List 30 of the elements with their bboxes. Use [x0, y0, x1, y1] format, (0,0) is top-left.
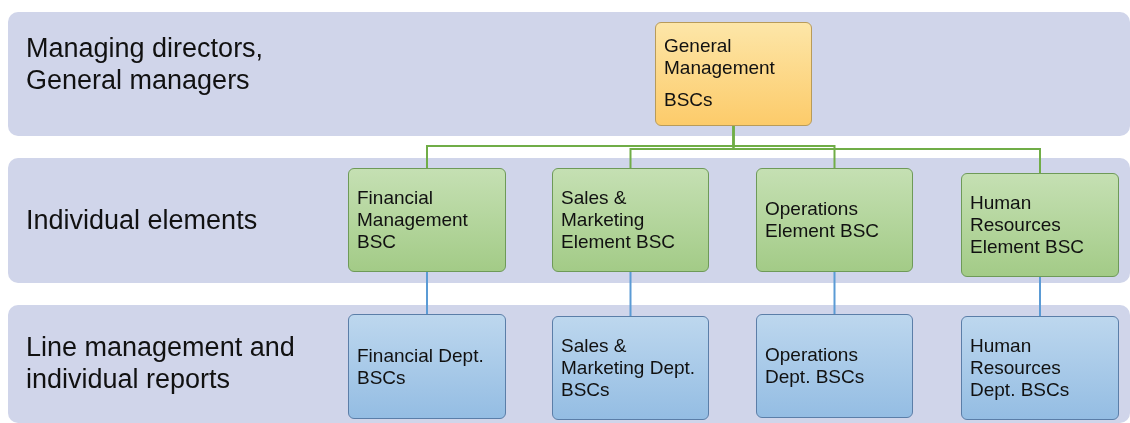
level-label: Individual elements	[26, 204, 259, 236]
box-label: Operations Dept. BSCs	[765, 344, 866, 388]
bsc-box	[552, 316, 709, 420]
box-label: Sales & Marketing Element BSC	[561, 187, 677, 253]
connector-line	[732, 125, 1041, 174]
bsc-box	[961, 316, 1119, 420]
bsc-box	[756, 314, 913, 418]
level-band	[8, 305, 1130, 423]
bsc-box	[655, 22, 812, 126]
box-label: BSCs	[664, 89, 714, 111]
box-label: Sales & Marketing Dept. BSCs	[561, 335, 697, 401]
connector-line	[833, 271, 836, 315]
box-label: Financial Dept. BSCs	[357, 344, 485, 389]
level-band	[8, 12, 1130, 136]
bsc-box	[756, 168, 913, 272]
bsc-box	[552, 168, 709, 272]
connector-line	[1039, 276, 1041, 317]
box-label: Financial Management BSC	[357, 187, 469, 253]
bsc-box	[348, 168, 506, 272]
level-band	[8, 158, 1130, 283]
box-label: Operations Element BSC	[765, 198, 881, 242]
connector-line	[629, 271, 632, 317]
box-label: General Management	[664, 35, 776, 79]
level-label: Managing directors, General managers	[26, 32, 265, 96]
connector-line	[426, 271, 428, 315]
bsc-box	[348, 314, 506, 419]
level-label: Line management and individual reports	[26, 331, 296, 395]
box-label: Human Resources Dept. BSCs	[970, 335, 1071, 401]
box-label: Human Resources Element BSC	[970, 192, 1086, 258]
bsc-box	[961, 173, 1119, 277]
